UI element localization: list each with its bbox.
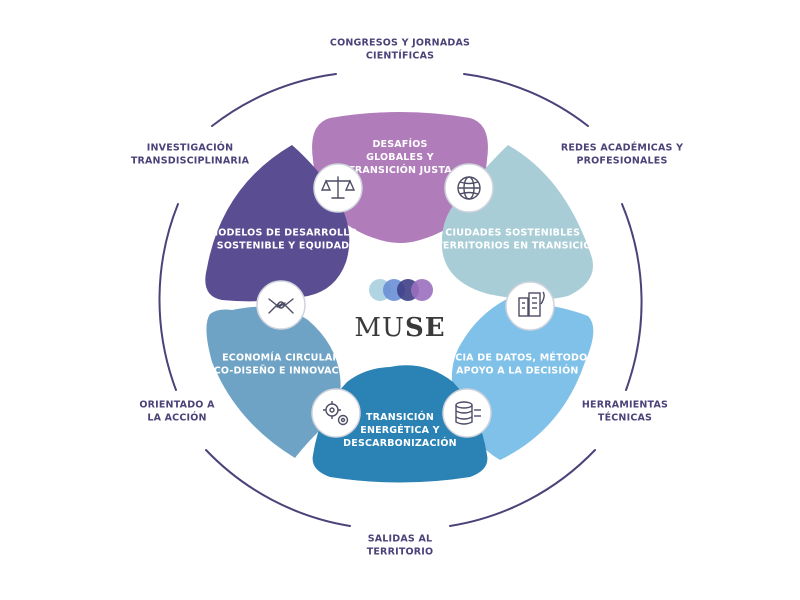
gears-icon [323, 401, 349, 426]
outer-label: PROFESIONALES [576, 156, 667, 167]
outer-label: TERRITORIO [367, 547, 434, 558]
segment-label: ECO-DISEÑO E INNOVACIÓN [207, 365, 359, 377]
segment-label: Y APOYO A LA DECISIÓN [444, 365, 578, 377]
globe-icon [457, 176, 481, 200]
brand-name: MUSE [354, 313, 445, 343]
badge [256, 280, 306, 330]
badge [505, 281, 555, 331]
muse-logo: MUSE [354, 279, 445, 343]
scales-icon [320, 176, 356, 199]
logo-circle [411, 279, 433, 301]
database-icon [455, 401, 481, 425]
badge [444, 163, 494, 213]
ring-arc [205, 449, 351, 527]
segment-label: GLOBALES Y [366, 152, 434, 163]
segment-label: DESCARBONIZACIÓN [343, 437, 457, 449]
outer-label: ORIENTADO A [139, 400, 215, 411]
segment-economia-circular [206, 306, 341, 458]
segment-label: TRANSICIÓN JUSTA [348, 164, 452, 176]
outer-label: INVESTIGACIÓN [147, 142, 233, 154]
outer-label: LA ACCIÓN [147, 412, 206, 424]
ring-arc [211, 73, 337, 127]
outer-ring [158, 73, 643, 527]
segment-label: ENERGÉTICA Y [360, 424, 439, 436]
icon-badges [256, 163, 555, 438]
outer-label: TRANSDISCIPLINARIA [131, 156, 250, 167]
city-icon [518, 291, 545, 317]
segment-label: CIUDADES SOSTENIBLES Y [445, 228, 590, 239]
outer-label: TÉCNICAS [598, 412, 652, 424]
outer-label: HERRAMIENTAS [582, 400, 668, 411]
segment-label: TERRITORIOS EN TRANSICIÓN [436, 240, 600, 252]
outer-label: REDES ACADÉMICAS Y [561, 142, 683, 154]
ring-arc [463, 73, 589, 127]
segment-label: TRANSICIÓN [366, 411, 434, 423]
hands-icon [268, 298, 294, 314]
outer-label: SALIDAS AL [368, 534, 433, 545]
ring-arc [621, 203, 643, 391]
segment-desafios [312, 112, 488, 243]
badge [311, 388, 361, 438]
segment-label: ECONOMÍA CIRCULAR, [222, 352, 344, 364]
badge [442, 388, 492, 438]
segment-label: DESAFÍOS [372, 138, 427, 150]
segment-label: CIENCIA DE DATOS, MÉTODOS [430, 352, 595, 364]
outer-label: CONGRESOS Y JORNADAS [330, 38, 470, 49]
segment-label: SOSTENIBLE Y EQUIDAD [217, 241, 349, 252]
outer-label: CIENTÍFICAS [366, 50, 434, 62]
badge [313, 163, 363, 213]
logo-circles [369, 279, 433, 301]
segment-modelos-desarrollo [205, 145, 350, 302]
ring-arc [158, 203, 179, 391]
segment-transicion-energetica [312, 365, 488, 483]
ring-arc [449, 449, 596, 527]
segment-label: MODELOS DE DESARROLLO [209, 228, 358, 239]
